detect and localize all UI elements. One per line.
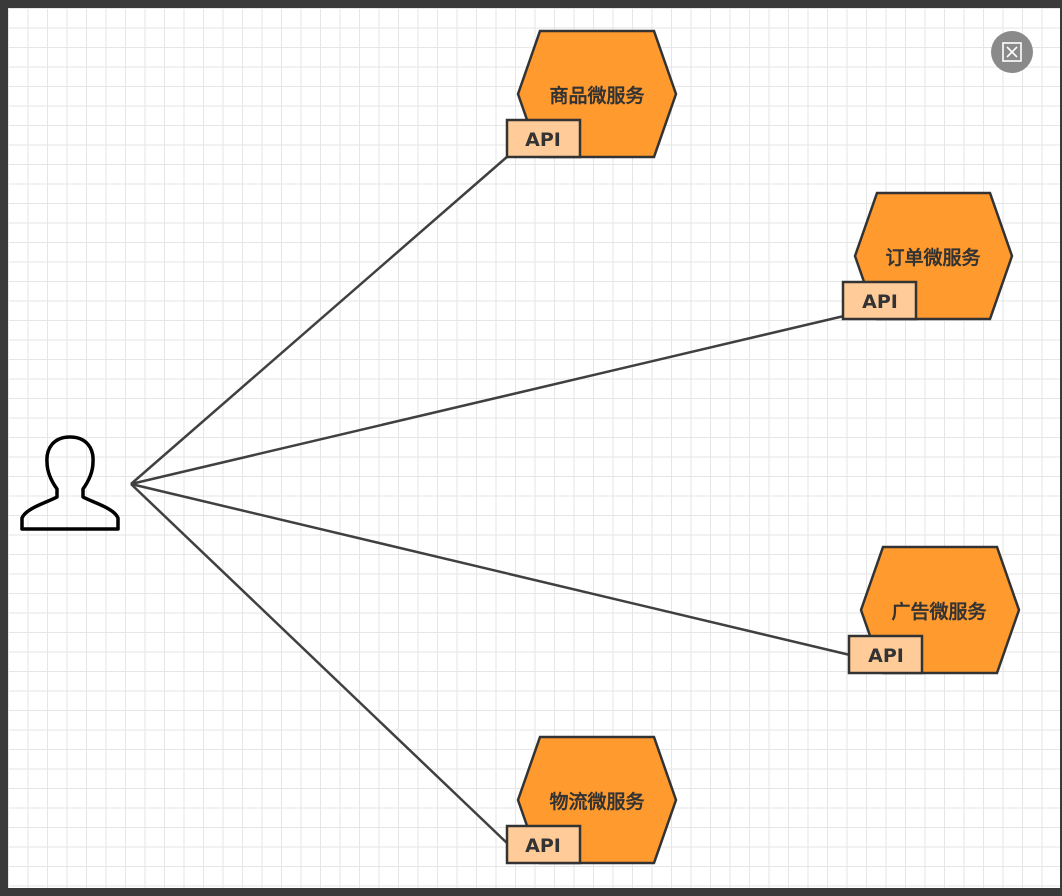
connector-logistics (130, 483, 509, 845)
diagram: 商品微服务 API 订单微服务 API 广告微服务 API 物流微服务 API (20, 29, 1021, 865)
api-badge-logistics[interactable] (505, 824, 582, 865)
service-order-label: 订单微服务 (885, 246, 981, 269)
service-ad-label: 广告微服务 (891, 600, 987, 623)
api-badge-ad[interactable] (847, 634, 924, 675)
service-logistics[interactable]: 物流微服务 API (505, 735, 678, 865)
diagram-canvas: 商品微服务 API 订单微服务 API 广告微服务 API 物流微服务 API (8, 8, 1060, 888)
api-badge-goods[interactable] (505, 118, 582, 159)
api-badge-order[interactable] (841, 280, 918, 321)
connector-ad (130, 482, 851, 657)
api-goods-label: API (525, 129, 561, 151)
user-icon (20, 435, 120, 531)
api-logistics-label: API (525, 835, 561, 857)
service-goods[interactable]: 商品微服务 API (505, 29, 678, 159)
service-order[interactable]: 订单微服务 API (841, 191, 1014, 321)
close-button[interactable] (991, 31, 1033, 73)
service-goods-label: 商品微服务 (549, 84, 645, 107)
service-ad[interactable]: 广告微服务 API (847, 545, 1021, 675)
api-ad-label: API (868, 645, 904, 667)
api-order-label: API (862, 291, 898, 313)
connectors (130, 155, 851, 845)
connector-goods (130, 155, 509, 485)
service-logistics-label: 物流微服务 (549, 790, 645, 813)
close-icon (1002, 42, 1022, 62)
connector-order (130, 314, 845, 486)
